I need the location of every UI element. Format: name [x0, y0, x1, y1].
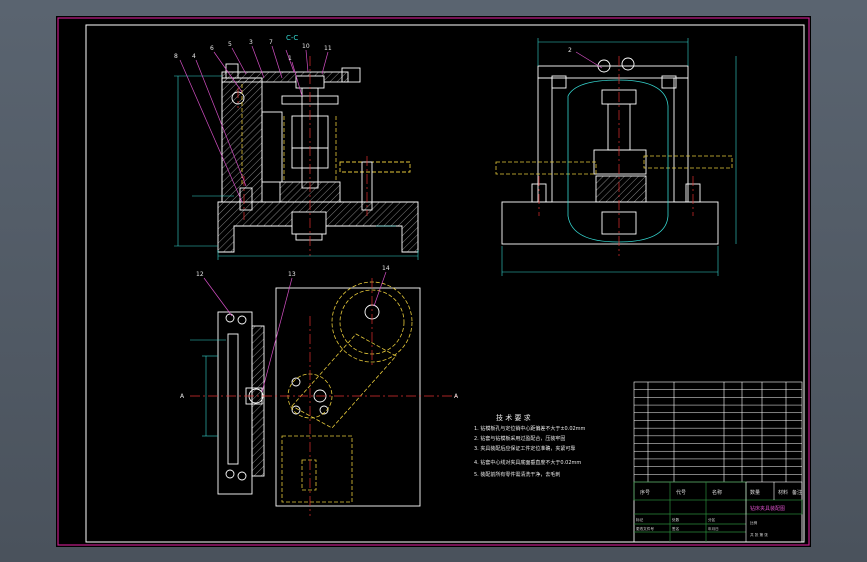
- inner-frame: [85, 24, 805, 543]
- tech-note-line: 4. 钻套中心线对夹具底面垂直度不大于0.02mm: [474, 459, 581, 466]
- footer-label: 签名: [672, 526, 680, 531]
- footer-label: 处数: [672, 517, 680, 522]
- outer-border: [57, 17, 810, 546]
- side-view-clearance-envelope: [567, 79, 669, 243]
- title-header-remark: 备注: [792, 489, 802, 496]
- title-header-name: 名称: [712, 489, 722, 496]
- section-marker-left: A: [180, 393, 185, 400]
- footer-label: 年月日: [708, 526, 719, 531]
- part-number: 6: [210, 45, 214, 52]
- part-number: 5: [228, 41, 232, 48]
- top-view-center-lines: [190, 278, 460, 516]
- side-view: [501, 57, 719, 245]
- footer-label: 更改文件号: [636, 526, 654, 531]
- section-marker-right: A: [454, 393, 459, 400]
- title-block-footer: 序号 代号 名称 数量 材料 备注 钻床夹具装配图 标记 处数 分区 更改文件号…: [633, 481, 803, 543]
- part-number: 1: [288, 55, 292, 62]
- part-number: 10: [302, 43, 310, 50]
- title-header-code: 代号: [676, 489, 686, 496]
- part-number: 8: [174, 53, 178, 60]
- title-header-qty: 数量: [750, 489, 760, 496]
- side-view-dimensions: [501, 38, 737, 276]
- title-block: [633, 381, 803, 543]
- bom-rows: [634, 389, 802, 475]
- tech-note-line: 5. 装配前所有零件需清洗干净，去毛刺: [474, 471, 560, 478]
- tech-notes-title: 技 术 要 求: [496, 413, 531, 422]
- tech-note-line: 3. 夹具装配后应保证工件定位准确，夹紧可靠: [474, 445, 575, 452]
- footer-label: 分区: [708, 517, 716, 522]
- part-number: 7: [269, 39, 273, 46]
- side-view-center-lines: [538, 56, 694, 256]
- technical-requirements: 技 术 要 求 1. 钻模板孔与定位销中心距偏差不大于±0.02mm 2. 钻套…: [474, 413, 586, 478]
- sheet-label: 共 张 第 张: [750, 532, 768, 537]
- part-number: 12: [196, 271, 204, 278]
- front-view-leaders: [179, 45, 329, 203]
- part-number: 4: [192, 53, 196, 60]
- front-view-dimensions: [174, 75, 419, 260]
- part-number: 13: [288, 271, 296, 278]
- tech-note-line: 1. 钻模板孔与定位销中心距偏差不大于±0.02mm: [474, 425, 586, 432]
- top-view-leaders: [203, 271, 387, 393]
- tech-note-line: 2. 钻套与钻模板采用过盈配合，压装牢固: [474, 435, 565, 442]
- footer-label: 标记: [636, 517, 644, 522]
- title-header-seq: 序号: [640, 489, 650, 496]
- section-label: C-C: [286, 34, 298, 42]
- front-view-part-numbers: 8 4 6 5 3 7 10 11 1 C-C: [174, 34, 332, 62]
- front-view-section: [217, 63, 419, 253]
- side-view-leader: [575, 51, 603, 69]
- front-view-center-lines: [237, 56, 368, 256]
- assembly-drawing-canvas: 8 4 6 5 3 7 10 11 1 C-C: [57, 17, 810, 546]
- top-view-dimensions: [190, 339, 226, 437]
- scale-label: 比例: [750, 520, 758, 525]
- front-view-hidden-lines: [241, 84, 337, 186]
- drawing-sheet: 8 4 6 5 3 7 10 11 1 C-C: [56, 16, 811, 547]
- drawing-name: 钻床夹具装配图: [750, 505, 785, 512]
- part-number: 11: [324, 45, 332, 52]
- top-view-hidden-lines: [281, 281, 413, 503]
- top-view: [217, 287, 421, 507]
- part-number: 14: [382, 265, 390, 272]
- part-number: 2: [568, 47, 572, 54]
- title-header-material: 材料: [778, 489, 788, 496]
- part-number: 3: [249, 39, 253, 46]
- side-view-handle-hidden: [495, 155, 733, 175]
